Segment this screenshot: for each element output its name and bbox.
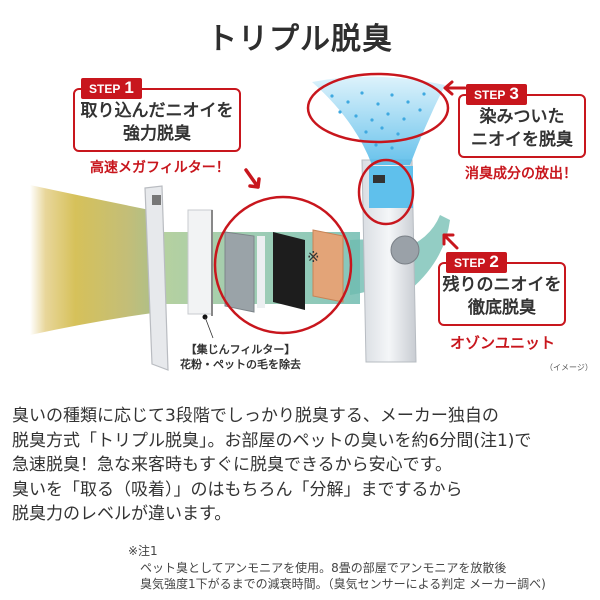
step-3-line-1: 染みついた [479,107,565,127]
description-line-5: 脱臭力のレベルが違います。 [12,504,232,524]
step-3-subtitle: 消臭成分の放出！ [465,166,577,182]
step-3-number: 3 [509,84,519,103]
step-1-tag-label: STEP [89,82,121,96]
step-3-tag-label: STEP [474,88,506,102]
dust-filter-caption: 【集じんフィルター】 花粉・ペットの毛を除去 [180,342,301,372]
dust-filter-caption-line-2: 花粉・ペットの毛を除去 [180,358,301,371]
image-note: （イメージ） [545,363,593,372]
footnote: ※注1 ペット臭としてアンモニアを使用。8畳の部屋でアンモニアを放散後 臭気強度… [128,543,546,593]
step-2-line-1: 残りのニオイを [442,275,562,295]
purifier-diagram-graphic: ※ [30,72,467,371]
step-2-number: 2 [489,252,499,271]
triple-deodorize-illustration: ※ [0,60,600,390]
dust-filter-caption-line-1: 【集じんフィルター】 [185,343,296,356]
step-1-line-2: 強力脱臭 [123,124,191,144]
step-3-line-2: ニオイを脱臭 [471,130,573,150]
description-line-2: 脱臭方式「トリプル脱臭」。お部屋のペットの臭いを約6分間(注1)で [12,430,532,451]
step-1-line-1: 取り込んだニオイを [80,101,234,121]
footnote-label: ※注1 [128,544,158,558]
step-2-tag-label: STEP [454,256,486,270]
page-title: トリプル脱臭 [207,22,393,57]
step-1-subtitle: 高速メガフィルター！ [90,160,230,176]
step-1-number: 1 [124,78,134,97]
description-line-4: 臭いを「取る（吸着）」のはもちろん「分解」までするから [12,479,463,500]
footnote-line-2: 臭気強度1下がるまでの減衰時間。（臭気センサーによる判定 メーカー調べ) [140,577,546,591]
svg-text:※: ※ [307,248,320,266]
description-line-1: 臭いの種類に応じて3段階でしっかり脱臭する、メーカー独自の [12,406,499,426]
description-line-3: 急速脱臭！急な来客時もすぐに脱臭できるから安心です。 [12,455,452,475]
step-2-line-2: 徹底脱臭 [468,298,536,318]
description-text: 臭いの種類に応じて3段階でしっかり脱臭する、メーカー独自の 脱臭方式「トリプル脱… [12,404,597,527]
footnote-line-1: ペット臭としてアンモニアを使用。8畳の部屋でアンモニアを放散後 [140,560,507,575]
step-2-subtitle: オゾンユニット [450,334,556,352]
